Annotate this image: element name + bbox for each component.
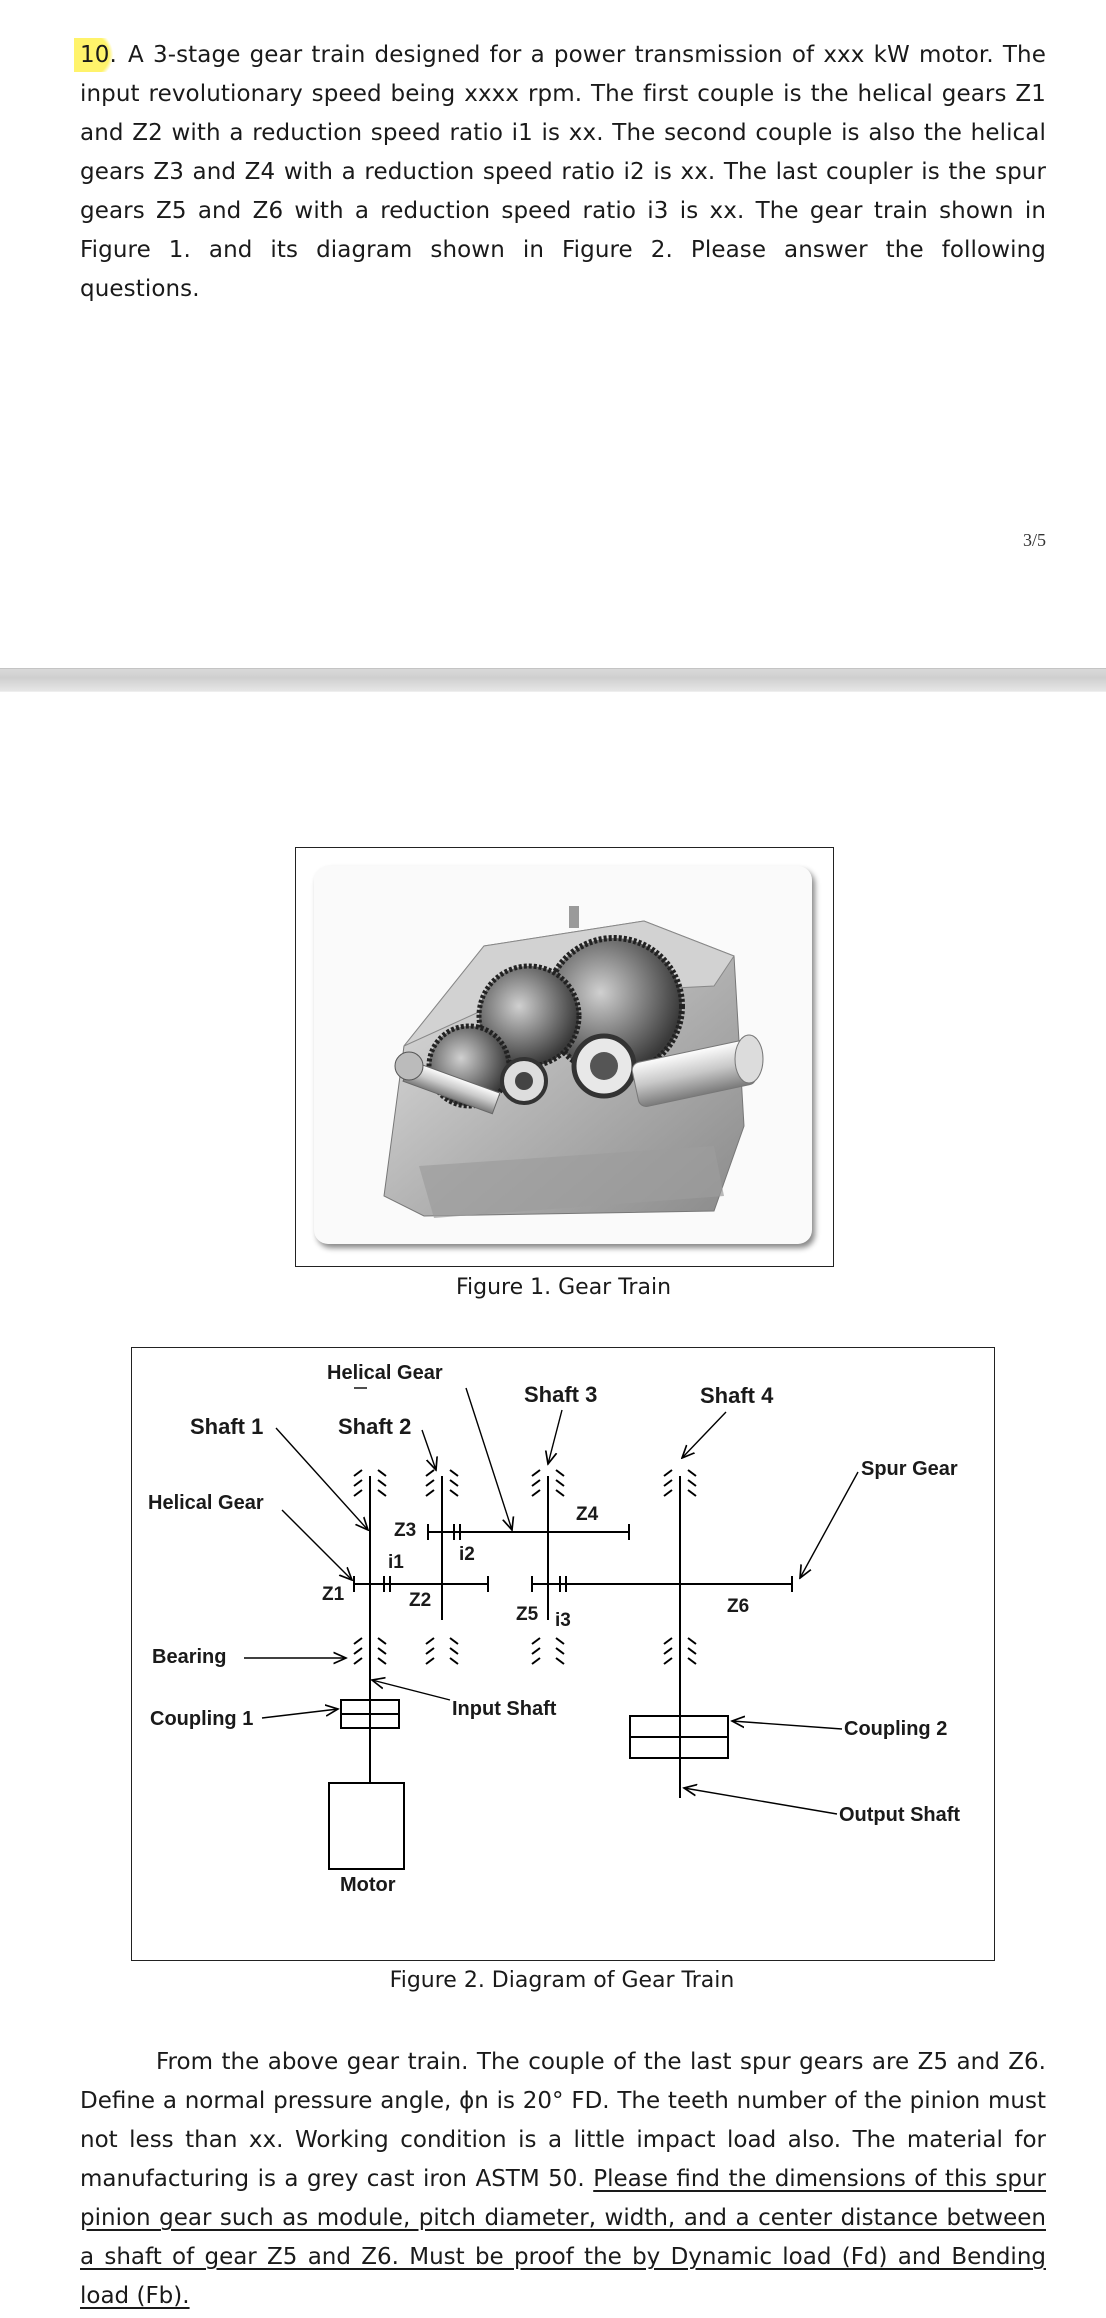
label-shaft1: Shaft 1 [190, 1414, 264, 1439]
label-z1: Z1 [322, 1584, 345, 1605]
label-z5: Z5 [516, 1604, 539, 1625]
task-paragraph: From the above gear train. The couple of… [80, 2043, 1046, 2316]
label-input-shaft: Input Shaft [452, 1698, 557, 1720]
label-z2: Z2 [409, 1590, 432, 1611]
label-bearing: Bearing [152, 1646, 227, 1668]
label-shaft2: Shaft 2 [338, 1414, 412, 1439]
figure1-caption: Figure 1. Gear Train [455, 1275, 672, 1300]
label-i1: i1 [388, 1552, 404, 1573]
bearing-symbols [353, 1469, 697, 1665]
task-text: From the above gear train. The couple of… [80, 2049, 1046, 2192]
label-helical-gear-top: Helical Gear [327, 1362, 443, 1384]
gearbox-illustration [383, 906, 764, 1218]
figure2-frame: Helical Gear Shaft 1 Shaft 2 Shaft 3 Sha… [131, 1347, 995, 1961]
label-helical-gear-left: Helical Gear [148, 1492, 264, 1514]
label-coupling1: Coupling 1 [150, 1708, 254, 1730]
label-z6: Z6 [727, 1596, 750, 1617]
label-output-shaft: Output Shaft [839, 1804, 961, 1826]
label-coupling2: Coupling 2 [844, 1718, 948, 1740]
label-i2: i2 [459, 1544, 475, 1565]
gearbox-photo [314, 866, 812, 1244]
figure1-frame [295, 847, 834, 1267]
label-spur-gear: Spur Gear [861, 1458, 958, 1480]
label-i3: i3 [555, 1610, 571, 1631]
page-3: 10. A 3-stage gear train designed for a … [0, 0, 1106, 668]
label-z4: Z4 [576, 1504, 599, 1525]
label-shaft3: Shaft 3 [524, 1382, 598, 1407]
label-z3: Z3 [394, 1520, 417, 1541]
figure2-caption: Figure 2. Diagram of Gear Train [389, 1968, 735, 1993]
page-number: 3/5 [1022, 530, 1046, 550]
question-text: A 3-stage gear train designed for a powe… [80, 42, 1046, 302]
page-divider [0, 668, 1106, 692]
question-number: 10. [74, 38, 119, 72]
label-motor: Motor [340, 1874, 396, 1896]
label-shaft4: Shaft 4 [700, 1383, 774, 1408]
question-paragraph: 10. A 3-stage gear train designed for a … [74, 36, 1046, 309]
task-underlined-text: Please find the dimensions of this spur … [80, 2166, 1046, 2309]
gear-train-diagram [244, 1387, 859, 1870]
